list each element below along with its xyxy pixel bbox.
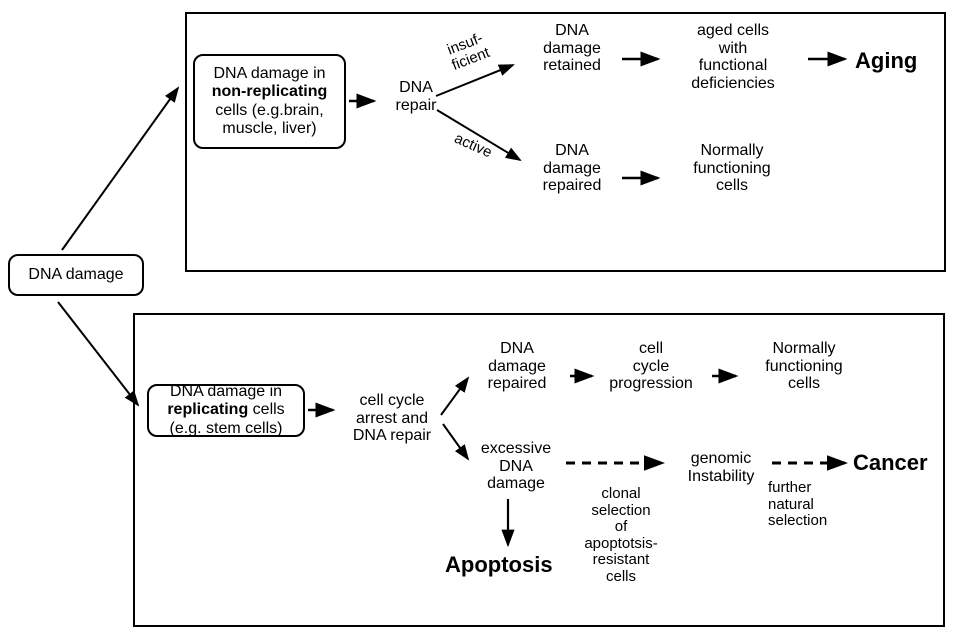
rp-line1: DNA damage in bbox=[169, 383, 283, 401]
rp-line3: (e.g. stem cells) bbox=[169, 419, 283, 437]
nr-line3: cells (e.g.brain, bbox=[215, 101, 324, 119]
bottom-panel-frame bbox=[133, 313, 945, 627]
top-upper-step2-label: aged cells with functional deficiencies bbox=[691, 22, 775, 92]
top-lower-step1-label: DNA damage repaired bbox=[542, 142, 602, 195]
nr-line2: non-replicating bbox=[211, 83, 328, 101]
replicating-cells-box-text: DNA damage in replicating cells (e.g. st… bbox=[149, 383, 303, 438]
non-replicating-cells-box-text: DNA damage in non-replicating cells (e.g… bbox=[195, 65, 344, 138]
bottom-hub-cell-cycle-arrest-label: cell cycle arrest and DNA repair bbox=[352, 392, 432, 445]
arrow-root-to-nonreplicating bbox=[61, 86, 180, 251]
dashed-label-further-natural-selection: further natural selection bbox=[768, 479, 828, 529]
root-dna-damage-box[interactable]: DNA damage bbox=[8, 254, 144, 296]
root-dna-damage-label: DNA damage bbox=[28, 265, 124, 283]
replicating-cells-box[interactable]: DNA damage in replicating cells (e.g. st… bbox=[147, 383, 305, 438]
bottom-lower-step1-label: excessive DNA damage bbox=[480, 440, 552, 493]
bottom-upper-step2-label: cell cycle progression bbox=[609, 340, 693, 393]
nr-line1: DNA damage in bbox=[213, 65, 326, 83]
bottom-upper-step3-label: Normally functioning cells bbox=[765, 340, 843, 393]
cancer-outcome-label: Cancer bbox=[853, 450, 928, 475]
nr-line4: muscle, liver) bbox=[222, 119, 317, 137]
top-upper-step1-label: DNA damage retained bbox=[543, 22, 601, 75]
bottom-upper-step1-label: DNA damage repaired bbox=[487, 340, 547, 393]
top-panel-frame bbox=[185, 12, 946, 272]
bottom-lower-step2-label: genomic Instability bbox=[687, 450, 755, 485]
non-replicating-cells-box[interactable]: DNA damage in non-replicating cells (e.g… bbox=[193, 54, 346, 149]
dashed-label-clonal-selection: clonal selection of apoptotsis- resistan… bbox=[584, 485, 658, 585]
top-hub-dna-repair-label: DNA repair bbox=[395, 79, 437, 114]
rp-line2: replicating bbox=[167, 401, 249, 419]
rp-line2-suffix: cells bbox=[248, 401, 285, 419]
arrow-root-to-replicating bbox=[57, 301, 140, 407]
top-lower-step2-label: Normally functioning cells bbox=[693, 142, 771, 195]
apoptosis-outcome-label: Apoptosis bbox=[445, 552, 553, 577]
aging-outcome-label: Aging bbox=[855, 48, 918, 73]
